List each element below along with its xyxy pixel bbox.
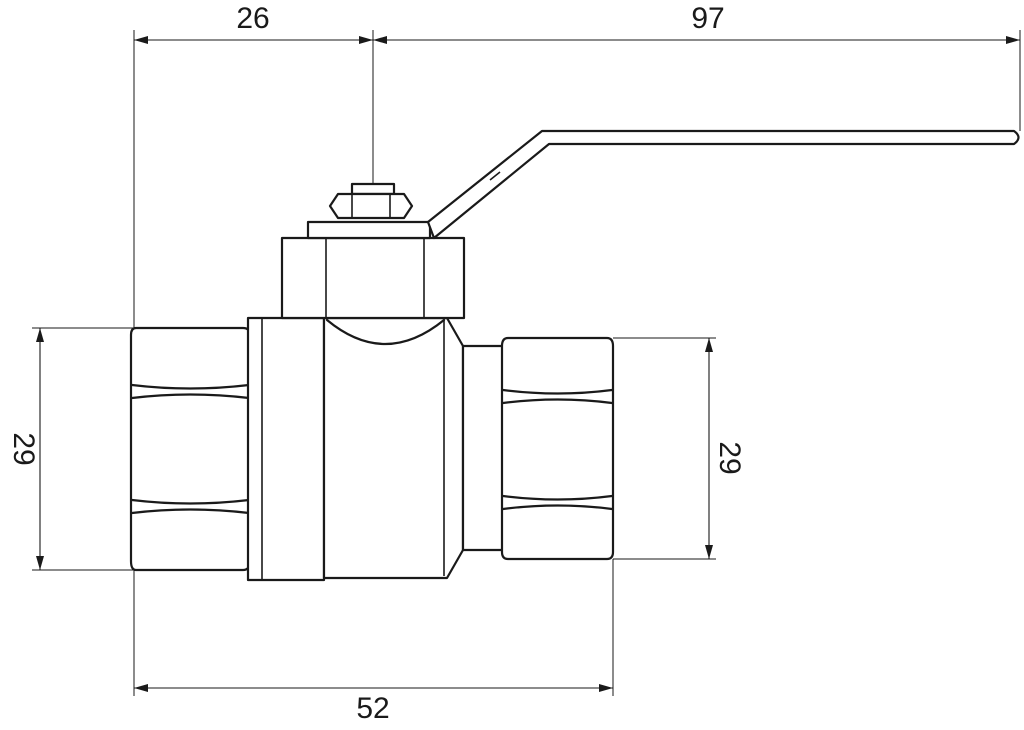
dimension-handle-length: 97 [373,2,1020,44]
right-hex-port [500,336,615,561]
valve-body [129,220,615,582]
dim-label-overall-length: 52 [356,692,389,725]
left-flange [246,316,326,582]
central-body [322,316,465,580]
right-neck [461,344,505,552]
dim-label-handle-length: 97 [691,2,724,35]
dimension-right-port-height: 29 [705,338,746,559]
dim-label-stem-offset: 26 [236,2,269,35]
dimension-left-port-height: 29 [7,328,44,570]
valve-handle [426,129,1020,240]
dimension-overall-length: 52 [134,684,613,725]
extension-lines [32,30,1021,696]
stem-nut [328,182,414,220]
dim-label-right-port-height: 29 [713,441,746,474]
lever-plate [306,220,432,240]
left-hex-port [129,326,252,572]
dim-label-left-port-height: 29 [7,432,40,465]
stem-housing [280,236,466,320]
dimension-stem-offset: 26 [134,2,373,44]
